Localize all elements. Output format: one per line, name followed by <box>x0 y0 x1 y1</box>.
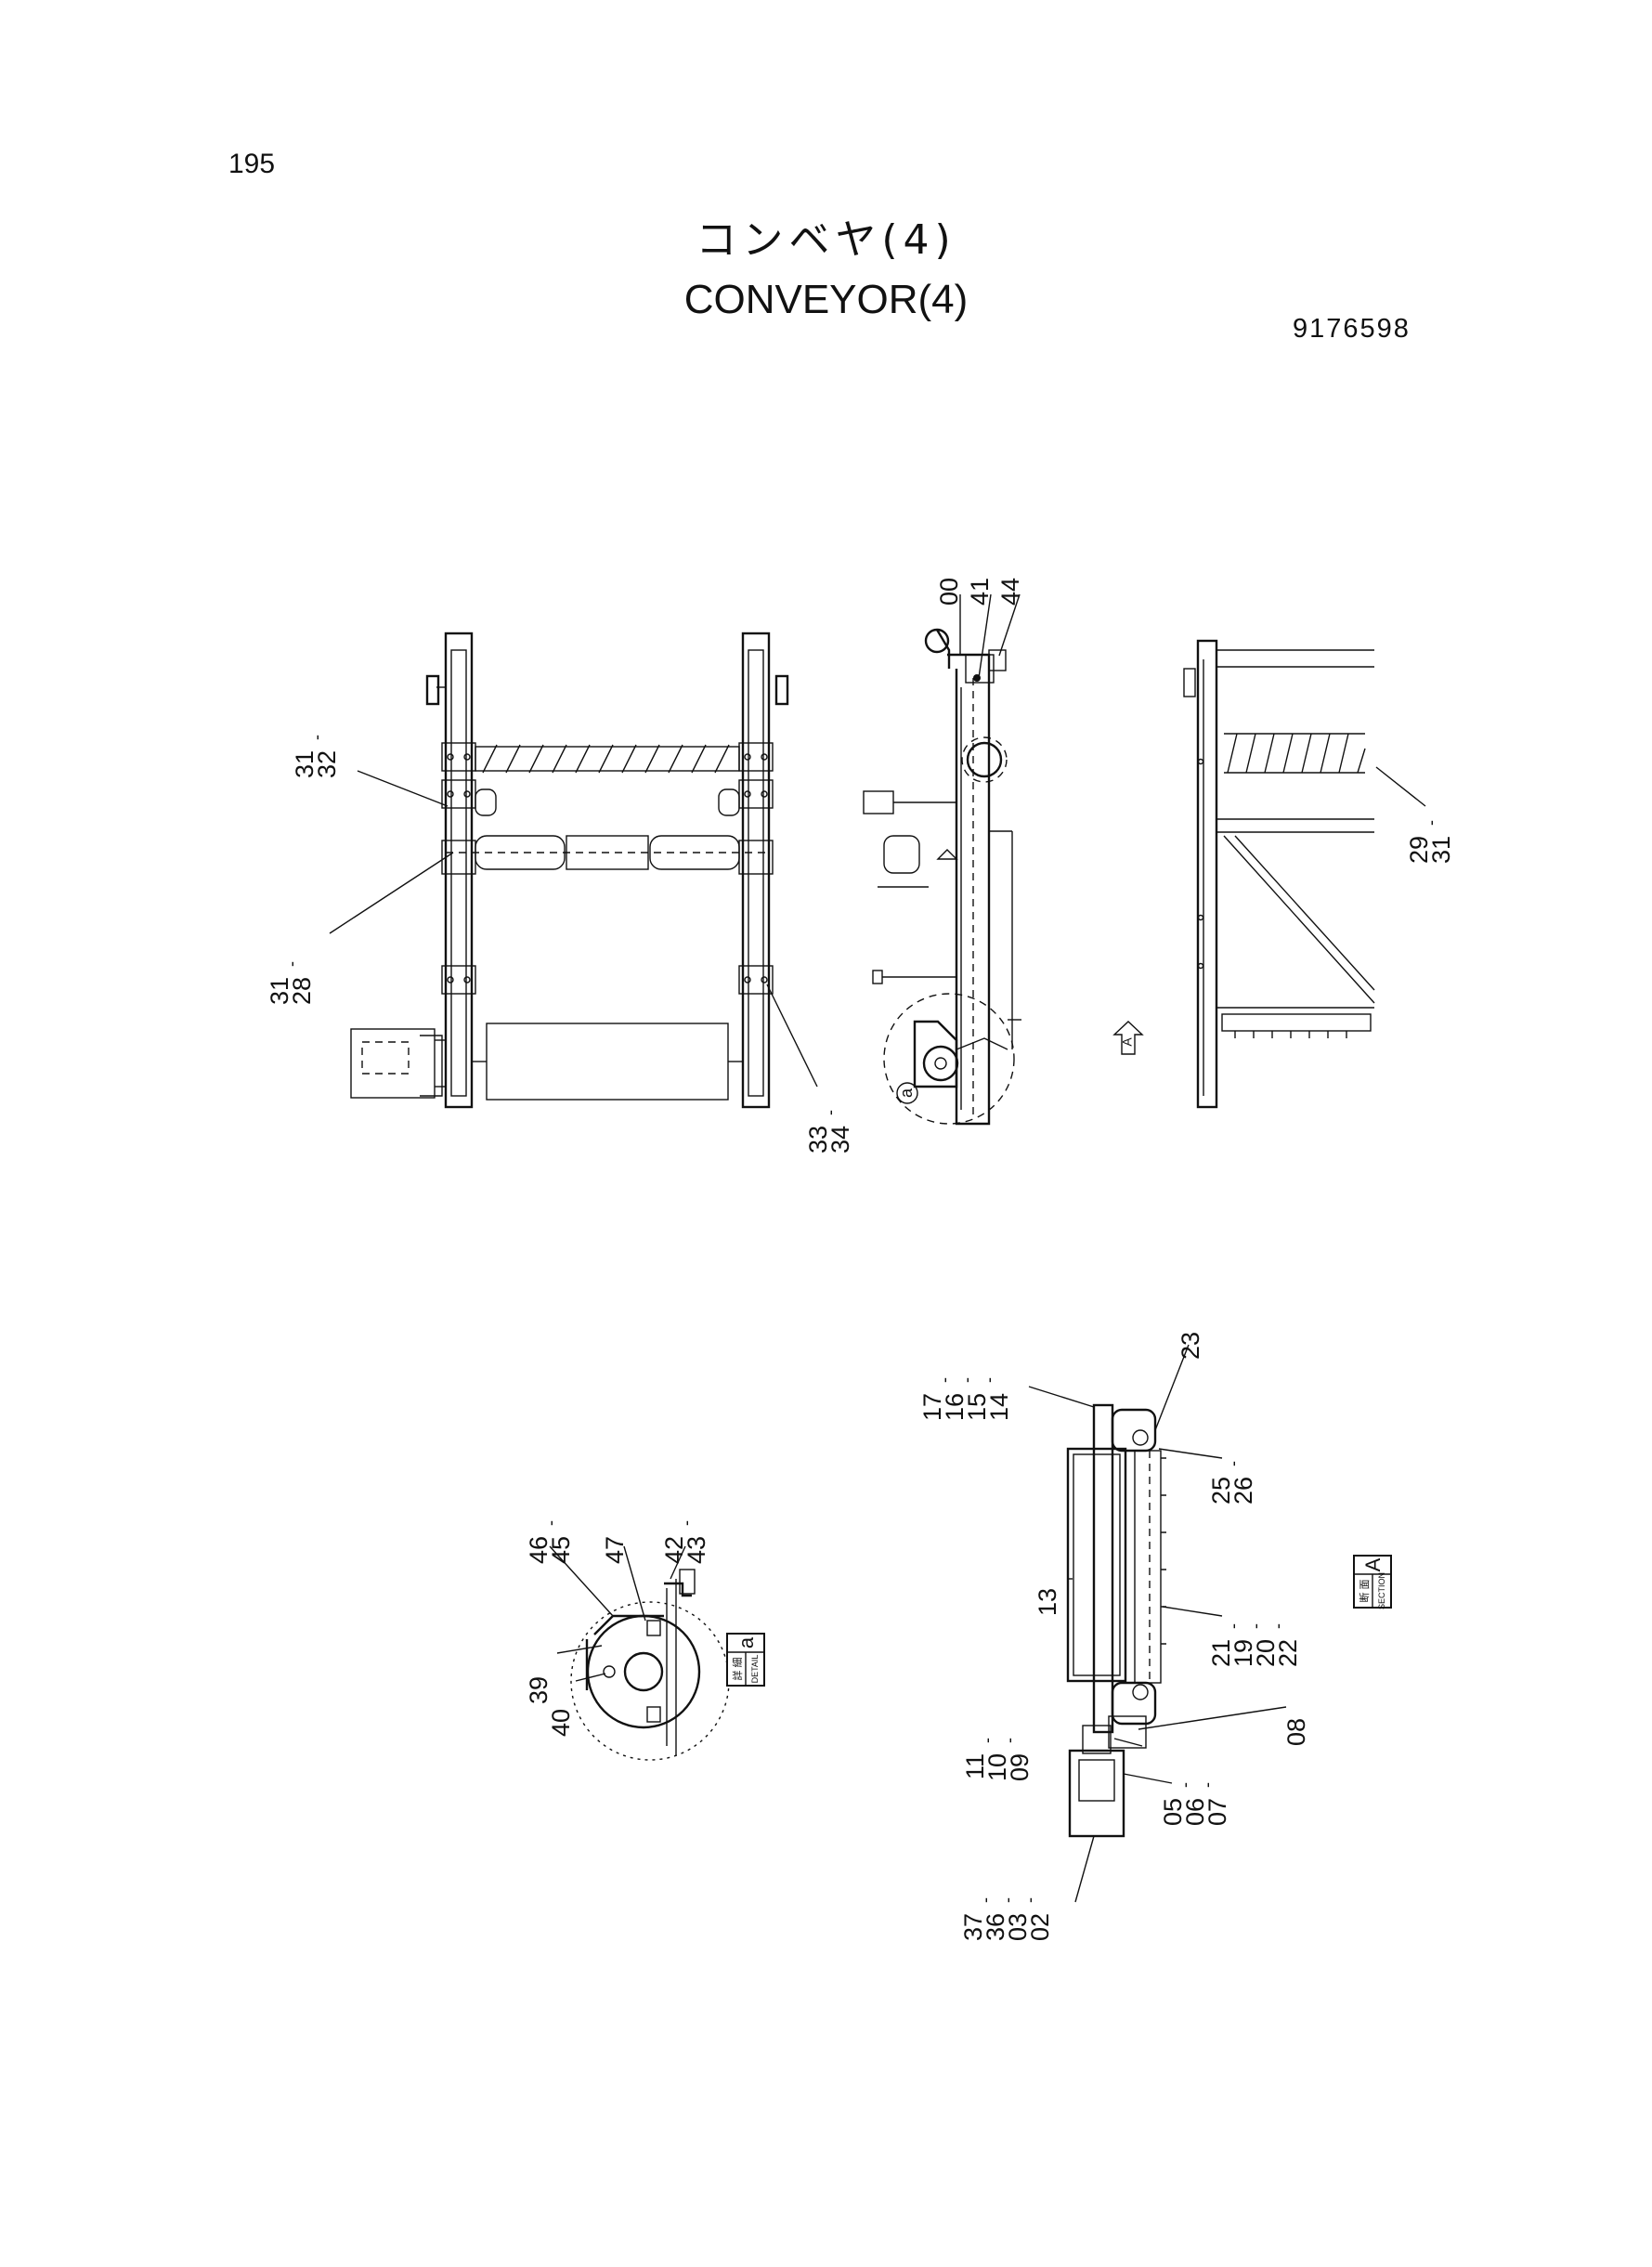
callout-label-10: 10 <box>983 1753 1011 1781</box>
end-view <box>1183 639 1426 1109</box>
callout-separator: - <box>976 1897 995 1903</box>
section-tag-en: SECTION <box>1377 1572 1386 1609</box>
callout-label-08: 08 <box>1282 1718 1310 1746</box>
callout-label-06: 06 <box>1181 1798 1209 1826</box>
title-japanese: コンベヤ(4) <box>696 216 956 264</box>
callout-label-13: 13 <box>1034 1588 1061 1616</box>
detail-a-view <box>549 1545 730 1761</box>
callout-separator: - <box>1268 1623 1287 1629</box>
callout-label-05: 05 <box>1159 1798 1187 1826</box>
section-tag: 断 面 SECTION A <box>1353 1555 1392 1609</box>
callout-separator: - <box>541 1520 560 1526</box>
detail-marker-letter: a <box>897 1088 916 1098</box>
callout-separator: - <box>1422 820 1440 826</box>
callout-label-22: 22 <box>1274 1639 1302 1667</box>
callout-separator: - <box>1224 1461 1242 1466</box>
callout-label-25: 25 <box>1207 1477 1235 1505</box>
callout-label-39: 39 <box>525 1676 553 1704</box>
callout-separator: - <box>957 1377 976 1383</box>
section-a-view <box>1028 1344 1287 1903</box>
callout-label-26: 26 <box>1229 1477 1257 1505</box>
callout-separator: - <box>1246 1623 1265 1629</box>
rail-brackets <box>441 742 774 995</box>
callout-label-36: 36 <box>982 1913 1009 1941</box>
view-arrow-a: A <box>1112 1021 1144 1055</box>
callout-label-21: 21 <box>1207 1639 1235 1667</box>
callout-label-33: 33 <box>804 1126 832 1153</box>
callout-separator: - <box>821 1110 839 1115</box>
idler-rollers <box>446 835 769 870</box>
callout-label-46: 46 <box>525 1536 553 1564</box>
detail-marker-a: a <box>897 1088 916 1098</box>
callout-label-40: 40 <box>547 1709 575 1737</box>
callout-separator: - <box>935 1377 954 1383</box>
callout-label-47: 47 <box>601 1536 629 1564</box>
callout-label-31: 31 <box>1427 836 1455 864</box>
callout-label-23: 23 <box>1177 1332 1204 1360</box>
detail-tag: 詳 細 DETAIL a <box>726 1633 765 1687</box>
callout-separator: - <box>998 1897 1017 1903</box>
callout-label-16: 16 <box>941 1393 969 1421</box>
callout-separator: - <box>1000 1738 1019 1743</box>
callout-label-09: 09 <box>1006 1753 1034 1781</box>
callout-label-45: 45 <box>547 1536 575 1564</box>
callout-label-20: 20 <box>1252 1639 1280 1667</box>
callout-label-28: 28 <box>288 977 316 1005</box>
callout-label-44: 44 <box>996 578 1024 606</box>
callout-label-31: 31 <box>266 977 293 1005</box>
callout-label-29: 29 <box>1405 836 1433 864</box>
part-number: 9176598 <box>1293 314 1411 344</box>
callout-separator: - <box>978 1738 996 1743</box>
page-number: 195 <box>228 149 276 179</box>
section-tag-letter: A <box>1361 1557 1385 1571</box>
callout-label-02: 02 <box>1026 1913 1054 1941</box>
spiral-brush <box>475 744 740 774</box>
detail-tag-en: DETAIL <box>750 1655 760 1684</box>
view-arrow-letter: A <box>1120 1037 1135 1047</box>
callout-label-34: 34 <box>826 1126 854 1153</box>
callout-label-17: 17 <box>918 1393 946 1421</box>
callout-label-19: 19 <box>1229 1639 1257 1667</box>
callout-separator: - <box>1176 1782 1194 1788</box>
callout-label-14: 14 <box>985 1393 1013 1421</box>
callout-label-03: 03 <box>1004 1913 1032 1941</box>
callout-label-31: 31 <box>291 750 319 778</box>
callout-label-41: 41 <box>966 578 994 606</box>
title-english: CONVEYOR(4) <box>683 277 969 322</box>
callout-label-43: 43 <box>683 1536 710 1564</box>
callout-separator: - <box>677 1520 696 1526</box>
callout-label-42: 42 <box>660 1536 688 1564</box>
side-view <box>863 593 1021 1126</box>
callout-label-15: 15 <box>963 1393 991 1421</box>
callout-separator: - <box>1224 1623 1242 1629</box>
section-tag-jp: 断 面 <box>1358 1579 1371 1602</box>
callout-separator: - <box>1021 1897 1039 1903</box>
plan-view <box>329 632 818 1109</box>
callout-label-00: 00 <box>935 578 963 606</box>
callout-separator: - <box>282 961 301 967</box>
callout-label-07: 07 <box>1203 1798 1231 1826</box>
callout-label-32: 32 <box>313 750 341 778</box>
callout-label-37: 37 <box>959 1913 987 1941</box>
callout-separator: - <box>307 735 326 740</box>
detail-tag-jp: 詳 細 <box>731 1657 744 1680</box>
callout-separator: - <box>980 1377 998 1383</box>
callout-label-11: 11 <box>961 1753 989 1779</box>
detail-tag-letter: a <box>735 1636 758 1648</box>
callout-separator: - <box>1198 1782 1216 1788</box>
